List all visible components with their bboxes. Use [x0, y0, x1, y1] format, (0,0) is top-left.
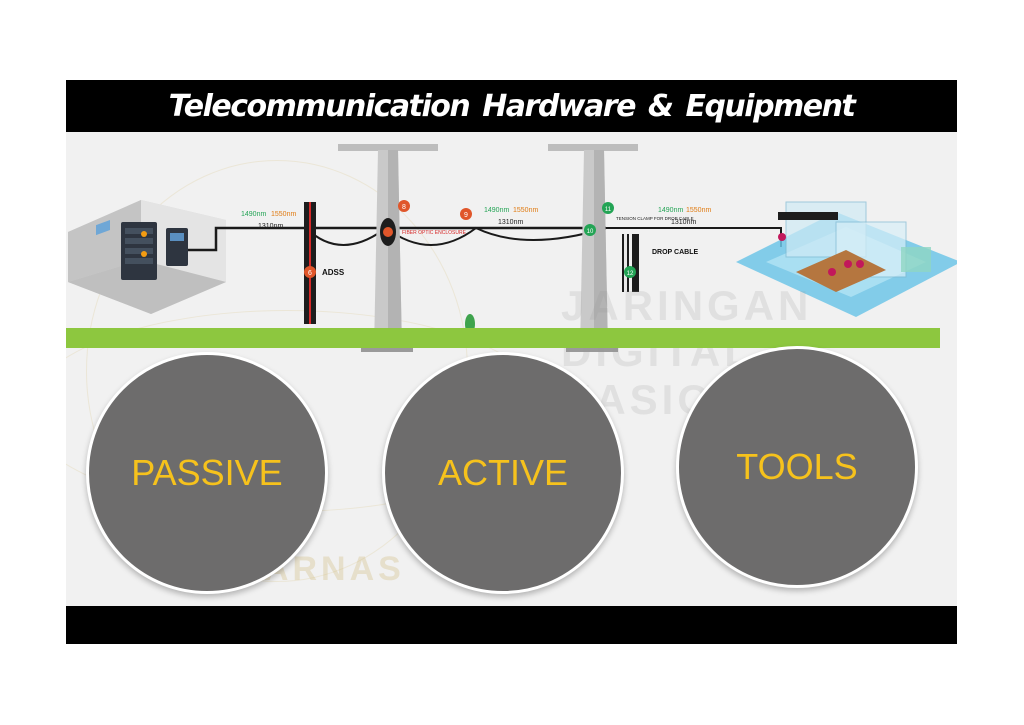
- svg-text:10: 10: [587, 229, 594, 235]
- wavelength-1550-label: 1550nm: [271, 211, 296, 218]
- central-office-building-illustration: [68, 200, 226, 314]
- category-tools[interactable]: TOOLS: [676, 346, 918, 588]
- wavelength-1550-label: 1550nm: [686, 207, 711, 214]
- wavelength-1490-label: 1490nm: [658, 207, 683, 214]
- page-title: Telecommunication Hardware & Equipment: [168, 88, 856, 124]
- svg-text:9: 9: [464, 212, 468, 219]
- customer-premises-building-illustration: [736, 201, 957, 317]
- watermark-text: JARINGAN: [561, 282, 813, 329]
- drop-cable-label: DROP CABLE: [652, 249, 698, 256]
- wavelength-1550-label: 1550nm: [513, 207, 538, 214]
- svg-text:12: 12: [627, 271, 634, 277]
- ground-strip: [66, 328, 940, 348]
- slide: Telecommunication Hardware & Equipment: [66, 80, 957, 644]
- category-active[interactable]: ACTIVE: [382, 352, 624, 594]
- adss-cable-illustration: 6 ADSS: [304, 202, 345, 324]
- wavelength-1490-label: 1490nm: [241, 211, 266, 218]
- adss-label: ADSS: [322, 268, 345, 277]
- enclosure-label: FIBER OPTIC ENCLOSURE: [402, 230, 467, 236]
- wavelength-1310-label: 1310nm: [498, 219, 523, 226]
- utility-pole-2-illustration: 11 10 TENSION CLAMP FOR DROP CABLE: [548, 144, 694, 352]
- wavelength-1310-label: 1310nm: [258, 223, 283, 230]
- category-tools-label: TOOLS: [736, 446, 858, 487]
- fiber-network-illustration: 6 ADSS 8 FIBER OPTIC ENCLOSURE 9 1490nm …: [68, 144, 957, 352]
- svg-text:11: 11: [605, 207, 612, 213]
- footer-bar: [66, 606, 957, 644]
- wavelength-1310-label: 1310nm: [671, 219, 696, 226]
- utility-pole-1-illustration: 8 FIBER OPTIC ENCLOSURE: [338, 144, 467, 352]
- tension-clamp-label: TENSION CLAMP FOR DROP CABLE: [616, 216, 694, 221]
- svg-text:6: 6: [308, 270, 312, 277]
- title-bar: Telecommunication Hardware & Equipment: [66, 80, 957, 132]
- category-active-label: ACTIVE: [437, 452, 569, 493]
- category-passive[interactable]: PASSIVE: [86, 352, 328, 594]
- drop-cable-illustration: 12 DROP CABLE: [622, 234, 698, 292]
- svg-text:8: 8: [402, 204, 406, 211]
- category-passive-label: PASSIVE: [131, 452, 283, 493]
- wavelength-1490-label: 1490nm: [484, 207, 509, 214]
